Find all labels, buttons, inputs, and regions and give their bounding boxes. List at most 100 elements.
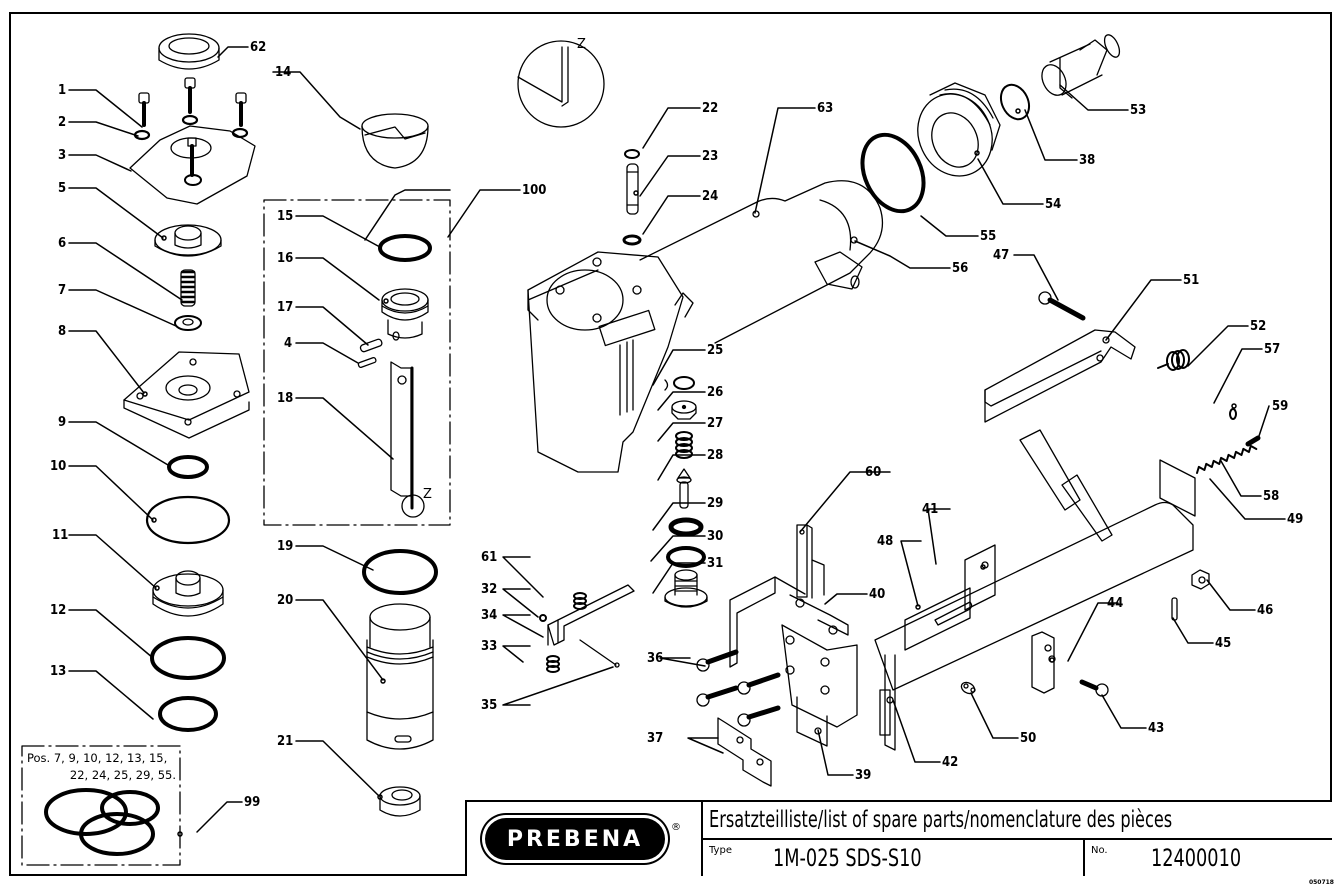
label-50: 50 <box>1020 731 1036 746</box>
part-43-screw <box>1079 679 1109 697</box>
label-21: 21 <box>277 734 293 749</box>
part-1-screws <box>138 77 247 127</box>
label-4: 4 <box>284 336 292 351</box>
label-16: 16 <box>277 251 293 266</box>
type-value: 1M-025 SDS-S10 <box>773 844 922 872</box>
label-10: 10 <box>50 459 66 474</box>
label-61: 61 <box>481 550 497 565</box>
brand-name: PREBENA <box>506 826 644 852</box>
part-23-valve-stem <box>626 163 639 215</box>
label-33: 33 <box>481 639 497 654</box>
part-27-spring <box>675 431 693 459</box>
part-22-o-ring <box>624 149 640 159</box>
label-32: 32 <box>481 582 497 597</box>
part-10-o-ring <box>145 495 231 545</box>
brand-logo: PREBENA <box>485 818 665 860</box>
kit-99-o-rings-icon <box>44 788 160 856</box>
label-60: 60 <box>865 465 881 480</box>
detail-z-view <box>517 40 605 128</box>
label-38: 38 <box>1079 153 1095 168</box>
type-row: Type 1M-025 SDS-S10 No. 12400010 <box>703 840 1332 876</box>
part-18-driver-blade <box>390 361 425 518</box>
part-42-rail <box>879 689 894 736</box>
label-20: 20 <box>277 593 293 608</box>
part-45-pin <box>1171 597 1178 621</box>
label-47: 47 <box>993 248 1009 263</box>
label-9: 9 <box>58 415 66 430</box>
part-53-air-fitting <box>1041 34 1121 99</box>
label-29: 29 <box>707 496 723 511</box>
part-51-trigger <box>984 329 1136 423</box>
part-35-pin <box>579 639 620 668</box>
label-37: 37 <box>647 731 663 746</box>
label-18: 18 <box>277 391 293 406</box>
part-57-clip <box>1229 408 1237 420</box>
part-11-valve-piston <box>152 570 224 617</box>
number-value: 12400010 <box>1151 844 1242 872</box>
label-63: 63 <box>817 101 833 116</box>
label-48: 48 <box>877 534 893 549</box>
part-14-deflector <box>361 113 429 169</box>
label-46: 46 <box>1257 603 1273 618</box>
label-28: 28 <box>707 448 723 463</box>
part-33-spring <box>546 655 560 673</box>
title-row: Ersatzteilliste/list of spare parts/nome… <box>703 802 1332 840</box>
label-14: 14 <box>275 65 291 80</box>
part-3-cap <box>129 125 256 205</box>
label-35: 35 <box>481 698 497 713</box>
part-16-piston <box>381 288 429 341</box>
label-6: 6 <box>58 236 66 251</box>
part-24-o-ring <box>622 234 642 246</box>
label-23: 23 <box>702 149 718 164</box>
type-cell: Type 1M-025 SDS-S10 <box>703 840 1085 876</box>
label-100: 100 <box>522 183 546 198</box>
document-title: Ersatzteilliste/list of spare parts/nome… <box>709 807 1173 833</box>
part-59-screw <box>1245 435 1261 447</box>
label-42: 42 <box>942 755 958 770</box>
label-51: 51 <box>1183 273 1199 288</box>
part-13-o-ring <box>158 696 218 732</box>
label-59: 59 <box>1272 399 1288 414</box>
label-54: 54 <box>1045 197 1061 212</box>
label-27: 27 <box>707 416 723 431</box>
part-50-clip <box>960 681 976 695</box>
part-15-o-ring <box>378 234 432 262</box>
part-9-o-ring <box>167 455 209 479</box>
label-11: 11 <box>52 528 68 543</box>
label-5: 5 <box>58 181 66 196</box>
label-62: 62 <box>250 40 266 55</box>
label-25: 25 <box>707 343 723 358</box>
label-36: 36 <box>647 651 663 666</box>
label-44: 44 <box>1107 596 1123 611</box>
label-17: 17 <box>277 300 293 315</box>
part-31-plug-screw <box>664 569 708 608</box>
part-49-spring <box>1196 444 1258 474</box>
part-6-spring <box>180 269 196 307</box>
part-number-labels: 1 2 3 5 6 7 8 9 10 11 12 13 62 14 100 15… <box>27 37 1303 810</box>
label-52: 52 <box>1250 319 1266 334</box>
label-34: 34 <box>481 608 497 623</box>
part-55-o-ring <box>860 132 926 214</box>
part-19-o-ring <box>362 549 438 595</box>
part-63-housing <box>527 180 884 473</box>
label-57: 57 <box>1264 342 1280 357</box>
label-41: 41 <box>922 502 938 517</box>
label-53: 53 <box>1130 103 1146 118</box>
part-52-spring <box>1157 349 1190 371</box>
document-code: 050718 <box>1308 879 1334 886</box>
label-22: 22 <box>702 101 718 116</box>
label-31: 31 <box>707 556 723 571</box>
part-40-nose-frame <box>729 576 849 668</box>
part-47-screw <box>1038 291 1086 321</box>
label-3: 3 <box>58 148 66 163</box>
registered-mark: ® <box>671 822 681 833</box>
label-55: 55 <box>980 229 996 244</box>
label-58: 58 <box>1263 489 1279 504</box>
label-19: 19 <box>277 539 293 554</box>
part-41-magazine <box>874 429 1196 751</box>
detail-z-marker: Z <box>577 37 586 52</box>
part-7-washer-hole <box>182 318 194 326</box>
kit-100-boundary <box>263 199 451 526</box>
part-60-latch <box>796 524 825 599</box>
label-49: 49 <box>1287 512 1303 527</box>
